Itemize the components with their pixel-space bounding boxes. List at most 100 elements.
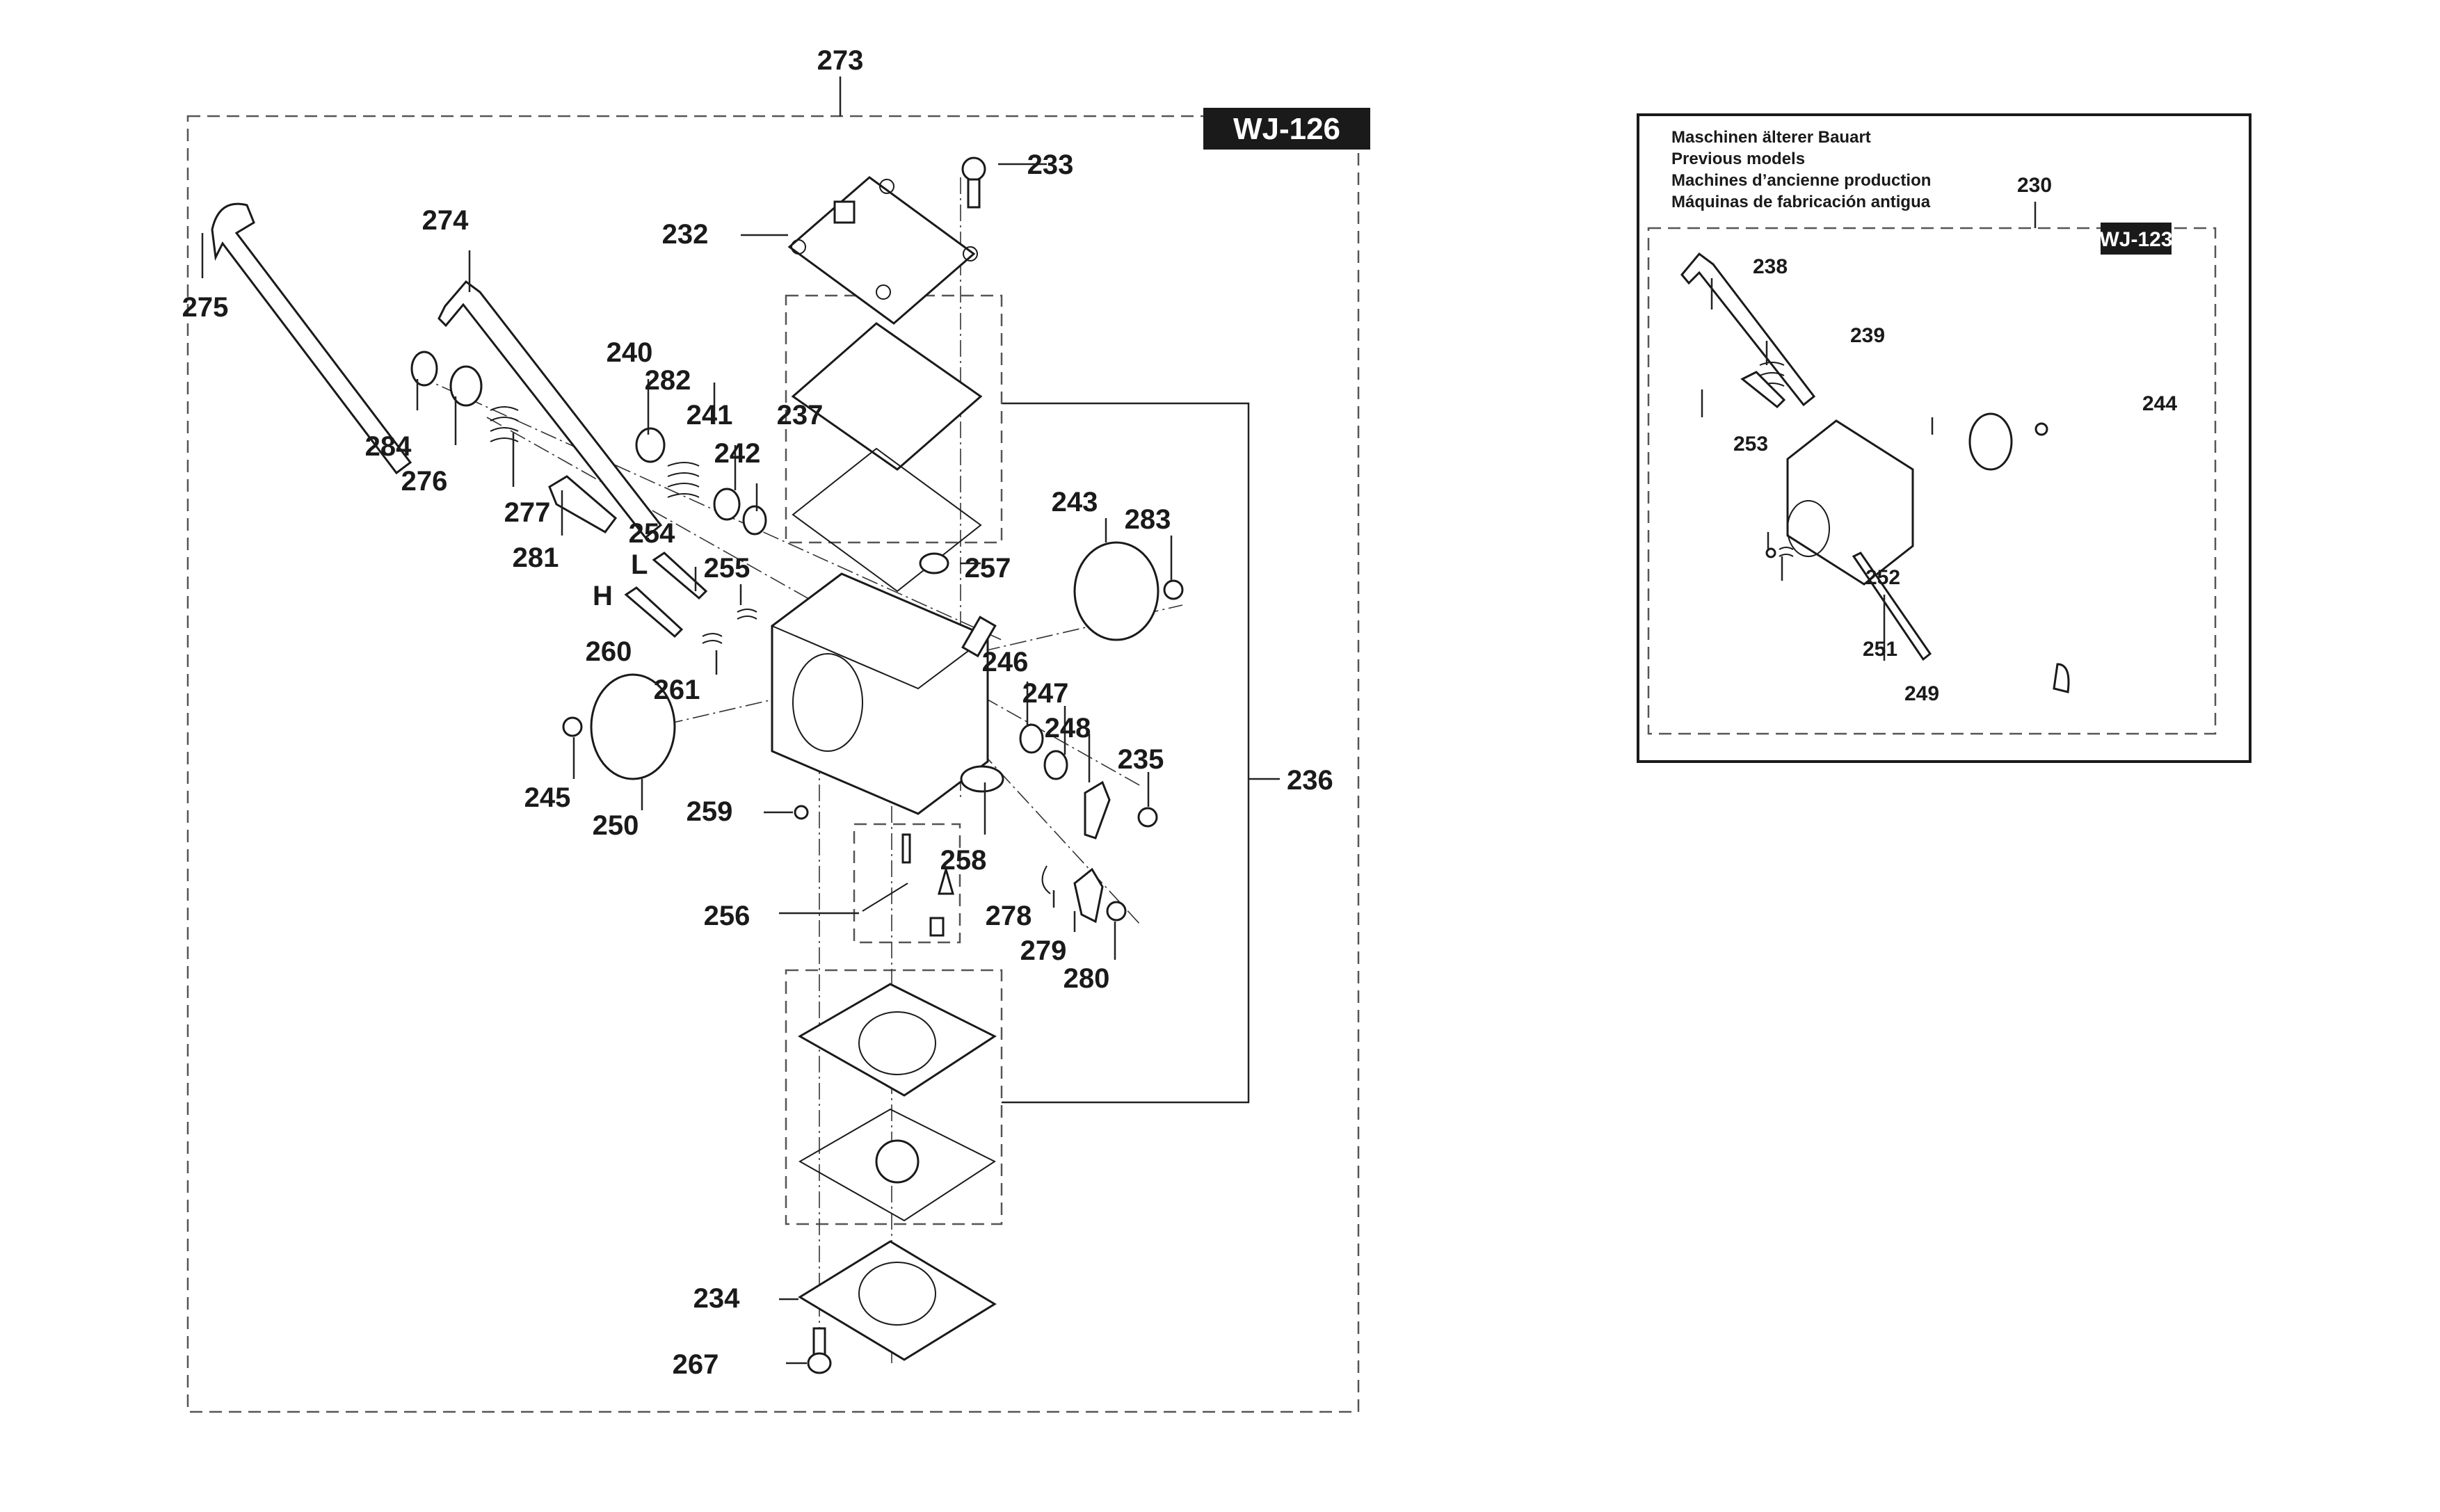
inset-assembly-label: 230 [2017, 174, 2052, 197]
part-number-255: 255 [704, 553, 751, 584]
part-number-251: 251 [1863, 638, 1897, 661]
choke-plate-icon [590, 673, 676, 780]
washer-icon [1043, 750, 1068, 780]
part-number-238: 238 [1753, 255, 1788, 278]
screw-icon [807, 1327, 832, 1374]
part-number-283: 283 [1125, 504, 1171, 535]
washer-icon [635, 427, 666, 463]
fuel-filter-icon [919, 552, 949, 574]
part-number-277: 277 [504, 497, 551, 528]
lever-icon [1084, 780, 1111, 839]
part-number-232: 232 [662, 219, 709, 250]
diaphragm-icon [792, 447, 982, 593]
assembly-label: 273 [817, 45, 864, 76]
inset-model-tag: WJ-123 [2099, 223, 2173, 255]
screw-icon [961, 156, 986, 209]
high-speed-mark: H [593, 581, 613, 611]
part-number-275: 275 [182, 292, 229, 323]
part-number-256: 256 [704, 901, 751, 931]
screw-icon [1137, 807, 1158, 828]
part-number-246: 246 [982, 647, 1029, 677]
washer-icon [410, 351, 438, 387]
throttle-shaft-icon [1680, 252, 1816, 407]
legend-line-de: Maschinen älterer Bauart [1671, 128, 1871, 147]
part-number-241: 241 [687, 400, 733, 431]
part-number-258: 258 [940, 845, 987, 876]
low-speed-mark: L [631, 549, 648, 580]
spring-icon [667, 462, 700, 498]
part-number-233: 233 [1027, 150, 1074, 180]
choke-lever-icon [2053, 663, 2070, 693]
gasket-ring-icon [858, 1011, 936, 1075]
part-number-243: 243 [1052, 487, 1098, 517]
inset-assembly-frame [1647, 227, 2217, 735]
legend-line-en: Previous models [1671, 150, 1805, 168]
part-number-274: 274 [422, 205, 469, 236]
part-number-250: 250 [593, 810, 639, 841]
throttle-shaft [211, 202, 412, 475]
screw-icon [1163, 579, 1184, 600]
o-ring-icon [960, 765, 1004, 793]
needle-valve-kit-box [853, 823, 961, 944]
carburetor-body [771, 572, 997, 815]
pump-cover [787, 176, 978, 325]
ball-icon [1765, 547, 1776, 558]
metering-cover-icon [798, 1240, 997, 1361]
spring-icon [737, 609, 757, 620]
screw-icon [1106, 901, 1127, 922]
part-number-278: 278 [986, 901, 1032, 931]
legend-line-es: Máquinas de fabricación antigua [1671, 193, 1931, 211]
kit-label: 236 [1287, 765, 1333, 796]
part-number-253: 253 [1733, 433, 1768, 456]
screw-icon [2034, 422, 2048, 436]
washer-icon [713, 488, 741, 521]
part-number-234: 234 [693, 1283, 740, 1314]
needle-valve-kit [862, 833, 954, 937]
inset-frame [1637, 113, 2252, 763]
part-number-281: 281 [513, 542, 559, 573]
part-number-259: 259 [687, 796, 733, 827]
gasket-icon [791, 322, 983, 471]
seal-icon [1019, 723, 1044, 754]
part-number-237: 237 [777, 400, 824, 431]
part-number-257: 257 [965, 553, 1011, 584]
idle-screw-icon [1740, 371, 1786, 409]
part-number-267: 267 [673, 1349, 719, 1380]
choke-shaft-icon [1852, 552, 1932, 661]
part-number-247: 247 [1022, 678, 1069, 709]
part-number-244: 244 [2142, 392, 2177, 415]
idle-screw-icon [548, 475, 618, 533]
part-number-260: 260 [586, 636, 632, 667]
part-number-239: 239 [1850, 324, 1885, 347]
diaphragm-center-icon [875, 1139, 920, 1184]
legend-line-fr: Machines d’ancienne production [1671, 171, 1931, 190]
model-tag-text: WJ-126 [1233, 112, 1340, 146]
metering-diaphragm-icon [798, 1108, 997, 1222]
clip-icon [1041, 865, 1051, 894]
part-number-248: 248 [1045, 713, 1091, 743]
low-speed-needle-icon [652, 552, 708, 600]
choke-shaft [438, 280, 663, 540]
spring-icon [1779, 547, 1794, 557]
main-assembly: 273 WJ-126 236 [182, 45, 1370, 1413]
part-number-249: 249 [1904, 682, 1939, 705]
leader-lines [201, 163, 1173, 1365]
inset-leader-lines [1701, 278, 1934, 661]
lever-icon [449, 365, 483, 407]
inset-model-tag-text: WJ-123 [2099, 228, 2172, 251]
part-number-276: 276 [401, 466, 448, 497]
part-number-242: 242 [714, 438, 761, 469]
throttle-plate-icon [1073, 541, 1159, 641]
part-number-261: 261 [654, 675, 700, 705]
seal-icon [742, 505, 767, 536]
part-number-284: 284 [365, 431, 412, 462]
ball-icon [794, 805, 809, 820]
gasket-set-bottom-box [785, 969, 1003, 1225]
screw-icon [562, 716, 583, 737]
part-number-245: 245 [524, 782, 571, 813]
assembly-frame [186, 115, 1360, 1413]
part-labels: 2322332342352372402412422432452462472482… [182, 150, 1171, 1380]
part-number-254: 254 [629, 518, 675, 549]
